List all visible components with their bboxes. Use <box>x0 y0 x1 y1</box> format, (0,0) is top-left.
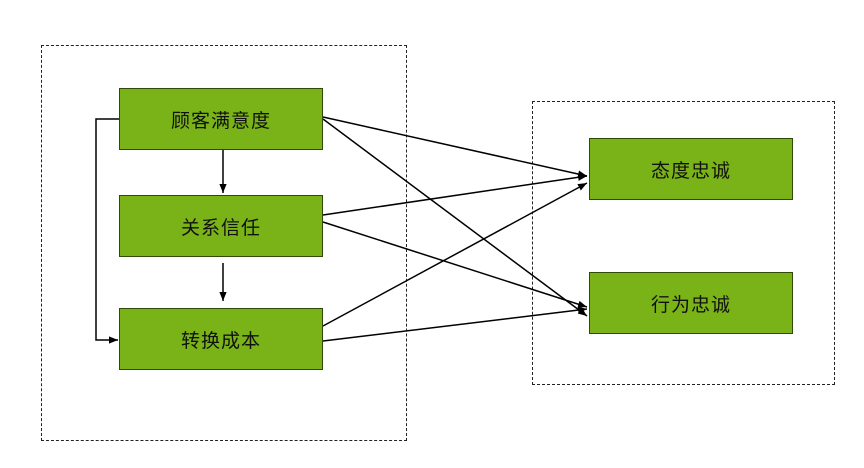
edge-satisfaction-switching <box>95 118 119 344</box>
edge-switching-behavioral <box>322 306 588 342</box>
edge-satisfaction-behavioral <box>322 118 588 317</box>
node-behavioral-loyalty: 行为忠诚 <box>589 272 793 334</box>
edge-trust-attitudinal <box>322 173 588 216</box>
edge-trust-behavioral <box>322 221 588 308</box>
node-attitudinal-loyalty: 态度忠诚 <box>589 138 793 200</box>
right-group-box <box>532 101 835 385</box>
node-relationship-trust: 关系信任 <box>119 195 323 257</box>
edge-satisfaction-attitudinal <box>322 116 588 178</box>
node-switching-cost: 转换成本 <box>119 308 323 370</box>
left-group-box <box>41 45 407 441</box>
edge-switching-attitudinal <box>322 182 588 327</box>
node-customer-satisfaction: 顾客满意度 <box>119 88 323 150</box>
